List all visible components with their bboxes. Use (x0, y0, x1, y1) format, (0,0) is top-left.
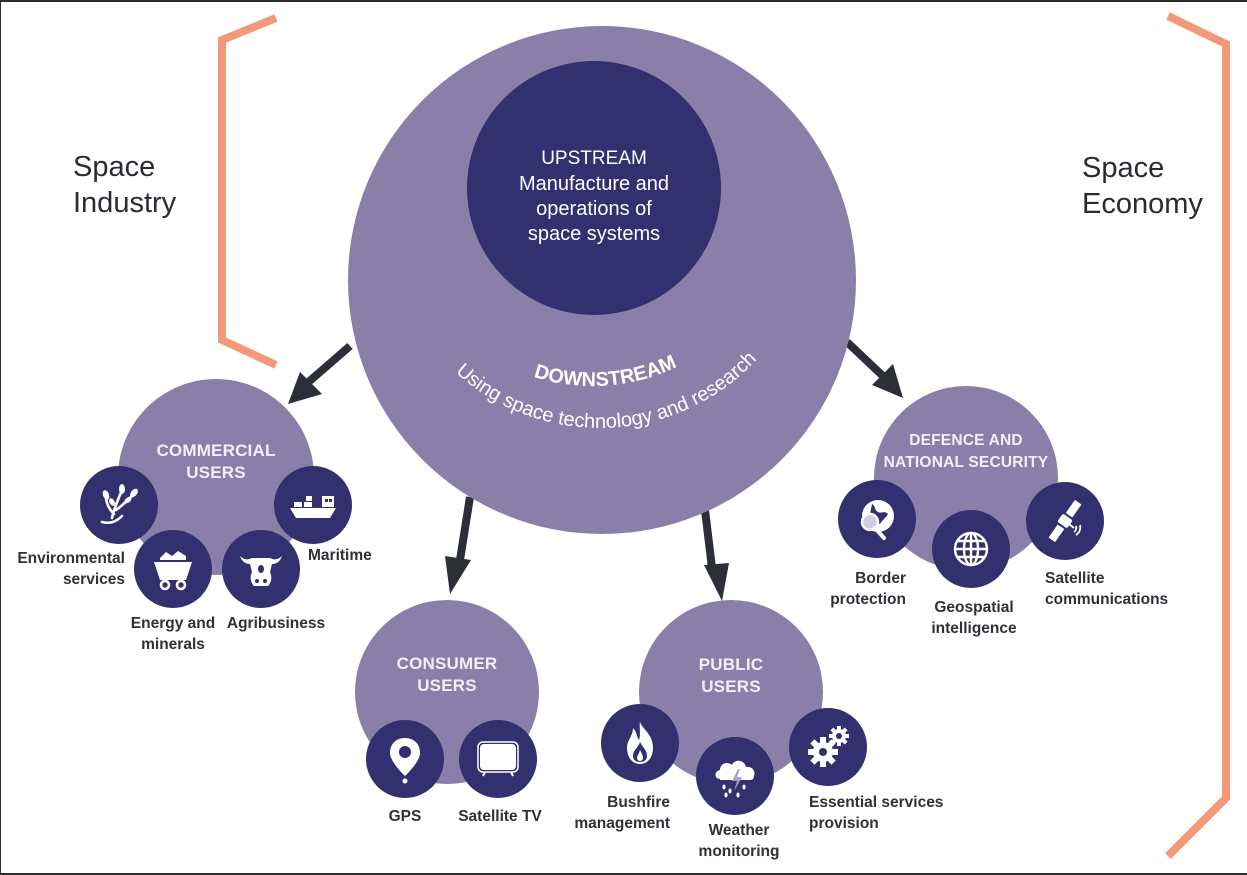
bushfire-line-2: management (574, 815, 670, 832)
upstream-desc-3: space systems (527, 223, 661, 245)
commercial-title-line-2: USERS (186, 463, 246, 482)
geospatial-intelligence-label: Geospatial intelligence (918, 597, 1030, 639)
defence-title: DEFENCE AND NATIONAL SECURITY (866, 430, 1066, 474)
globe-magnifier-icon (838, 480, 916, 558)
gears-icon (789, 708, 867, 786)
plant-in-hand-icon (80, 466, 158, 544)
satellite-icon (1026, 482, 1104, 560)
globe-grid-icon (932, 510, 1010, 588)
space-economy-line-2: Economy (1082, 188, 1203, 220)
energy-line-1: Energy and (130, 615, 216, 632)
sattv-line-1: Satellite TV (458, 808, 542, 825)
bushfire-management-label: Bushfire management (560, 792, 670, 834)
essential-services-label: Essential services provision (809, 792, 969, 834)
essential-line-2: provision (809, 815, 879, 832)
environmental-services-label: Environmental services (0, 548, 125, 590)
space-industry-line-2: Industry (73, 187, 177, 219)
maritime-label: Maritime (308, 545, 398, 566)
border-line-2: protection (830, 591, 906, 608)
space-industry-bracket (218, 14, 278, 369)
space-industry-label: Space Industry (73, 149, 176, 221)
weather-line-1: Weather (708, 822, 770, 839)
upstream-desc-2: operations of (536, 198, 652, 220)
space-industry-line-1: Space (73, 151, 156, 183)
consumer-title-line-1: CONSUMER (396, 654, 498, 673)
satellite-communications-label: Satellite communications (1045, 568, 1185, 610)
gps-line-1: GPS (388, 808, 422, 825)
cow-head-icon (222, 530, 300, 608)
arrow-to-commercial (288, 342, 353, 404)
consumer-users-title: CONSUMER USERS (367, 653, 527, 697)
border-protection-label: Border protection (812, 568, 906, 610)
defence-hub (874, 386, 1058, 570)
cargo-ship-icon (274, 466, 352, 544)
essential-line-1: Essential services (809, 794, 944, 811)
env-line-1: Environmental (17, 550, 125, 567)
commercial-users-hub (118, 379, 314, 575)
geo-line-1: Geospatial (934, 599, 1014, 616)
public-users-title: PUBLIC USERS (651, 654, 811, 698)
satcom-line-2: communications (1045, 591, 1169, 608)
agribusiness-label: Agribusiness (220, 613, 332, 634)
upstream-circle (467, 61, 721, 315)
arrow-to-defence (844, 339, 903, 398)
maritime-line-1: Maritime (308, 547, 372, 564)
upstream-title: UPSTREAM (541, 148, 647, 169)
weather-line-2: monitoring (698, 843, 780, 860)
satcom-line-1: Satellite (1045, 570, 1105, 587)
consumer-title-line-2: USERS (417, 676, 477, 695)
space-economy-label: Space Economy (1082, 150, 1203, 222)
agri-line-1: Agribusiness (226, 615, 326, 632)
defence-title-line-2: NATIONAL SECURITY (883, 454, 1049, 471)
public-title-line-1: PUBLIC (698, 655, 764, 674)
space-economy-bracket (1165, 12, 1230, 859)
mining-cart-icon (134, 530, 212, 608)
public-users-hub (639, 600, 823, 784)
public-title-line-2: USERS (701, 677, 761, 696)
commercial-users-title: COMMERCIAL USERS (136, 440, 296, 484)
geo-line-2: intelligence (931, 620, 1017, 637)
fire-icon (601, 704, 679, 782)
upstream-desc-1: Manufacture and (518, 173, 670, 195)
arrow-to-consumer (445, 496, 474, 594)
energy-line-2: minerals (141, 636, 205, 653)
weather-monitoring-label: Weather monitoring (680, 820, 798, 862)
television-icon (459, 720, 537, 798)
border-line-1: Border (855, 570, 906, 587)
bushfire-line-1: Bushfire (607, 794, 670, 811)
satellite-tv-label: Satellite TV (440, 806, 560, 827)
map-pin-icon (366, 720, 444, 798)
commercial-title-line-1: COMMERCIAL (156, 441, 276, 460)
space-economy-line-1: Space (1082, 152, 1165, 184)
env-line-2: services (62, 571, 125, 588)
upstream-text: UPSTREAM Manufacture and operations of s… (474, 146, 714, 247)
defence-title-line-1: DEFENCE AND (909, 432, 1023, 449)
gps-label: GPS (366, 806, 444, 827)
energy-minerals-label: Energy and minerals (118, 613, 228, 655)
storm-cloud-icon (696, 737, 774, 815)
arrow-to-public (701, 509, 729, 601)
